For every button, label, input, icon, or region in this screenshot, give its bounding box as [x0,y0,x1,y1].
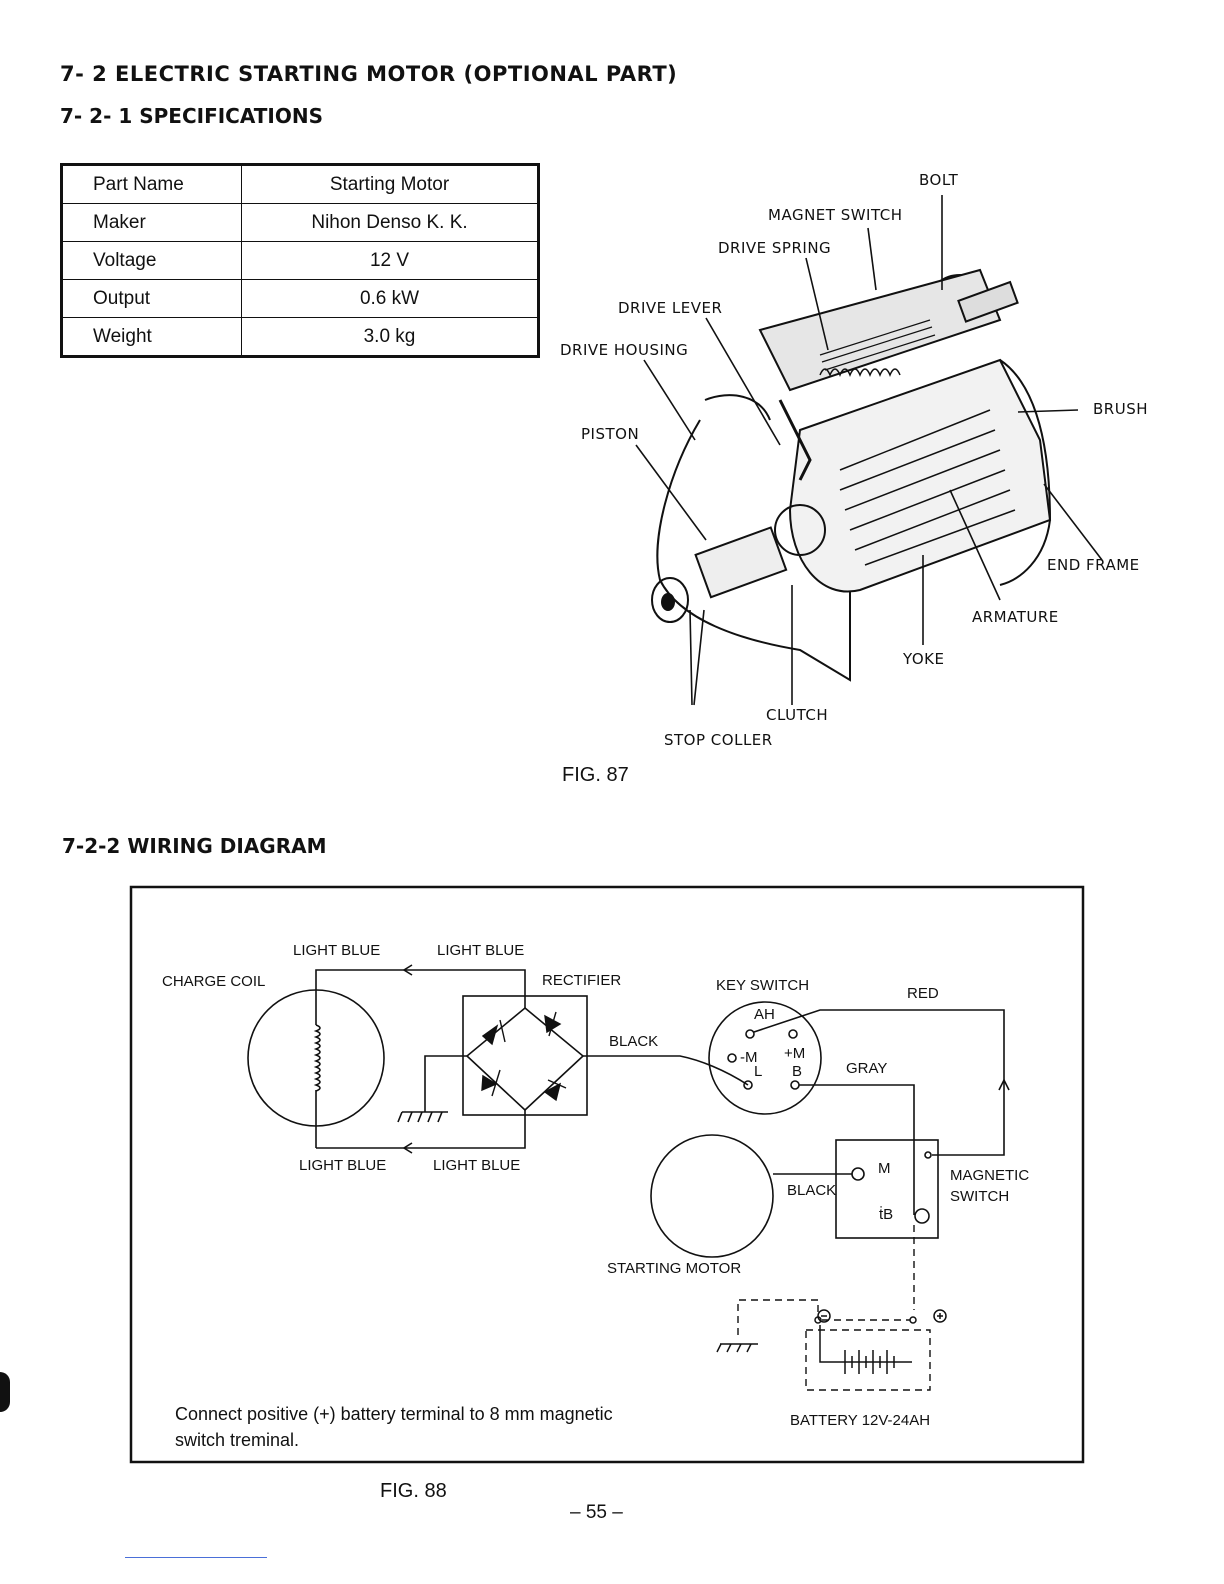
label-battery: BATTERY 12V-24AH [790,1412,931,1429]
starter-motor-illustration [635,195,1103,706]
wiring-title: 7-2-2 WIRING DIAGRAM [62,834,327,858]
label-starting-motor: STARTING MOTOR [607,1260,742,1277]
scan-mark [0,1372,10,1412]
label-m-terminal: M [878,1160,891,1177]
footer-rule [125,1557,267,1558]
label-light-blue-top-left: LIGHT BLUE [293,942,381,959]
section-title: 7- 2 ELECTRIC STARTING MOTOR (OPTIONAL P… [60,62,678,86]
wiring-note-line-1: Connect positive (+) battery terminal to… [175,1404,613,1424]
label-switch: SWITCH [950,1188,1010,1205]
label-red: RED [907,985,939,1002]
label-b-terminal: ṫB [879,1206,894,1223]
wiring-note: Connect positive (+) battery terminal to… [175,1401,613,1453]
label-ah: AH [754,1006,775,1023]
label-drive-spring: DRIVE SPRING [718,239,832,257]
spec-title: 7- 2- 1 SPECIFICATIONS [60,104,324,128]
page-number: – 55 – [570,1502,623,1523]
label-rectifier: RECTIFIER [542,972,622,989]
label-minus-m: -M [740,1049,758,1066]
label-key-switch: KEY SWITCH [716,977,810,994]
label-magnet-switch: MAGNET SWITCH [768,206,903,224]
label-plus-m: +M [784,1045,806,1062]
label-gray: GRAY [846,1060,888,1077]
label-armature: ARMATURE [972,608,1059,626]
label-light-blue-top-right: LIGHT BLUE [437,942,525,959]
label-stop-coller: STOP COLLER [664,731,773,749]
label-piston: PISTON [581,425,640,443]
label-yoke: YOKE [903,650,945,668]
fig87-caption: FIG. 87 [562,764,629,786]
label-light-blue-bottom-left: LIGHT BLUE [299,1157,387,1174]
label-clutch: CLUTCH [766,706,829,724]
wiring-note-line-2: switch treminal. [175,1430,300,1450]
label-brush: BRUSH [1093,400,1148,418]
fig88-caption: FIG. 88 [380,1480,447,1502]
label-drive-lever: DRIVE LEVER [618,299,723,317]
label-light-blue-bottom-right: LIGHT BLUE [433,1157,521,1174]
label-bolt: BOLT [919,171,959,189]
label-black-rectifier: BLACK [609,1033,659,1050]
label-l: L [754,1063,763,1080]
label-b: B [792,1063,803,1080]
label-magnetic: MAGNETIC [950,1167,1030,1184]
label-drive-housing: DRIVE HOUSING [560,341,689,359]
label-end-frame: END FRAME [1047,556,1140,574]
label-black-motor: BLACK [787,1182,837,1199]
label-charge-coil: CHARGE COIL [162,973,266,990]
